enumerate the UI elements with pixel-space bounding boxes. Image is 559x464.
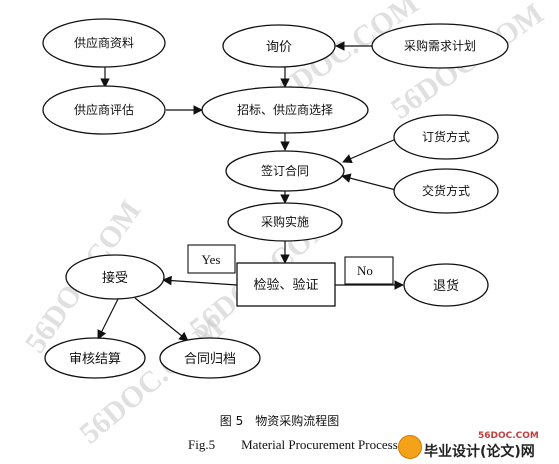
logo-small-text: 56DOC.COM: [478, 431, 539, 441]
node-accept: 接受: [65, 254, 165, 300]
node-label: 招标、供应商选择: [237, 102, 333, 117]
node-inquiry: 询价: [222, 24, 336, 68]
node-audit-settle: 审核结算: [44, 337, 146, 379]
node-implementation: 采购实施: [227, 202, 343, 242]
node-label: 供应商评估: [74, 102, 134, 117]
node-order-method: 订货方式: [393, 114, 499, 160]
figure-caption-chinese: 图 5 物资采购流程图: [219, 414, 340, 428]
node-label: 退货: [433, 278, 459, 294]
logo-emblem-icon: [398, 435, 422, 459]
node-label: 接受: [102, 270, 128, 286]
edge-order-to-contract: [342, 138, 397, 163]
node-return-goods: 退货: [403, 263, 489, 307]
edge-group: [97, 41, 404, 342]
node-delivery-method: 交货方式: [393, 168, 499, 214]
node-label: 签订合同: [261, 163, 309, 178]
node-label: 检验、验证: [253, 277, 318, 293]
label-no-text: No: [357, 263, 373, 278]
node-label: 订货方式: [422, 129, 470, 144]
logo-big-text: 毕业设计(论文)网: [424, 444, 535, 460]
node-sign-contract: 签订合同: [225, 150, 345, 192]
label-yes: Yes: [187, 244, 236, 274]
node-bidding: 招标、供应商选择: [201, 86, 369, 134]
edge-accept-to-archive: [134, 297, 189, 342]
node-purchase-plan: 采购需求计划: [371, 23, 509, 69]
label-no: No: [344, 256, 394, 285]
node-label: 合同归档: [184, 352, 236, 367]
node-supplier-info: 供应商资料: [42, 18, 166, 68]
node-label: 询价: [266, 40, 292, 55]
node-label: 交货方式: [422, 183, 470, 198]
node-label: 审核结算: [69, 352, 121, 367]
site-logo: 56DOC.COM 毕业设计(论文)网: [398, 431, 556, 461]
watermark-5: 56DOC.COM: [73, 311, 230, 450]
edge-inspection-to-accept: [162, 275, 238, 286]
node-label: 采购需求计划: [404, 38, 476, 53]
node-supplier-eval: 供应商评估: [42, 85, 166, 135]
label-yes-text: Yes: [202, 252, 221, 267]
edge-delivery-to-contract: [341, 173, 397, 191]
figure-caption-english: Fig.5 Material Procurement Process: [188, 437, 398, 452]
node-label: 供应商资料: [74, 35, 134, 50]
node-inspection: 检验、验证: [236, 262, 336, 307]
edge-accept-to-audit: [97, 298, 119, 340]
node-label: 采购实施: [261, 214, 309, 229]
node-contract-archive: 合同归档: [159, 337, 261, 379]
